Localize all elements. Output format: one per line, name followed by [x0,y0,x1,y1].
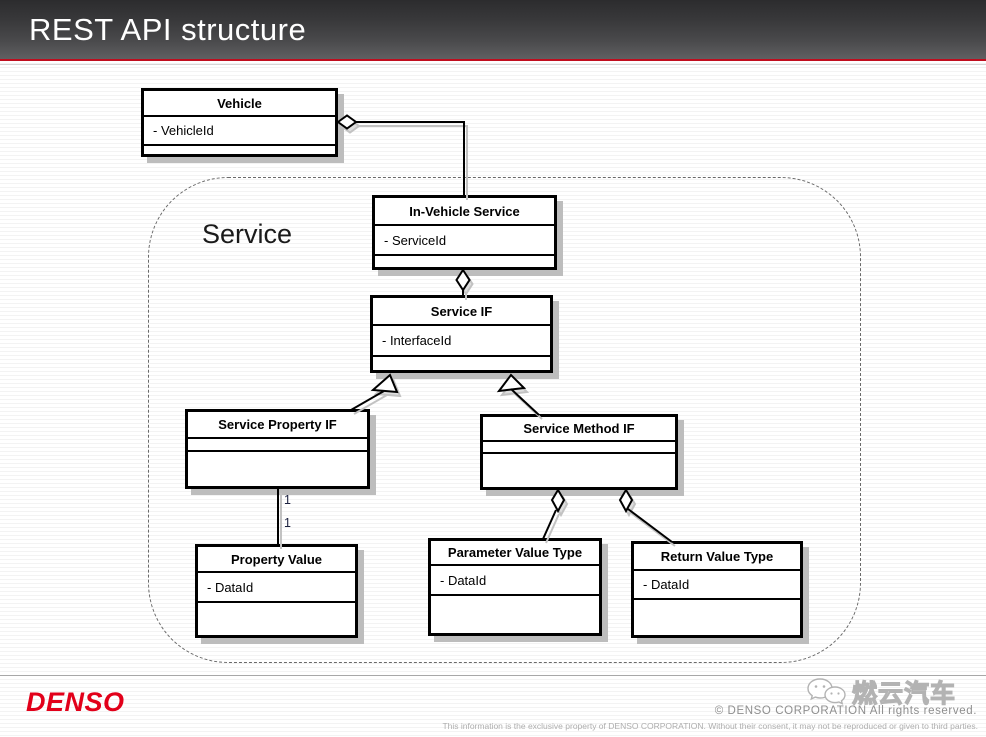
class-service-property-if: Service Property IF [185,409,370,489]
denso-logo: DENSO [26,687,125,717]
class-attribute: - InterfaceId [373,326,550,357]
class-attribute: - ServiceId [375,226,554,256]
slide-header: REST API structure [0,0,986,61]
multiplicity-label: 1 [284,516,291,530]
class-title: In-Vehicle Service [375,198,554,226]
watermark-text: 燃云汽车 [851,679,957,708]
class-attribute: - DataId [431,566,599,596]
class-vehicle: Vehicle - VehicleId [141,88,338,157]
footer-divider [0,675,986,676]
class-operations-empty [144,146,335,154]
class-in-vehicle-service: In-Vehicle Service - ServiceId [372,195,557,270]
class-attribute [188,439,367,452]
class-operations-empty [431,596,599,633]
class-operations-empty [483,454,675,487]
watermark: 燃云汽车 [806,674,956,710]
class-operations-empty [375,256,554,267]
multiplicity-label: 1 [284,493,291,507]
class-attribute [483,442,675,454]
class-title: Service Property IF [188,412,367,439]
class-property-value: Property Value - DataId [195,544,358,638]
service-group-boundary [148,177,861,663]
aggregation-diamond-vehicle [336,114,358,130]
service-group-label: Service [202,219,293,249]
class-title: Parameter Value Type [431,541,599,566]
class-attribute: - VehicleId [144,117,335,146]
class-service-method-if: Service Method IF [480,414,678,490]
chat-bubbles-icon [807,678,846,705]
class-service-if: Service IF - InterfaceId [370,295,553,373]
class-operations-empty [188,452,367,486]
class-parameter-value-type: Parameter Value Type - DataId [428,538,602,636]
class-operations-empty [634,600,800,635]
page-title: REST API structure [29,12,307,47]
class-operations-empty [373,357,550,370]
class-title: Property Value [198,547,355,573]
class-attribute: - DataId [634,571,800,600]
class-operations-empty [198,603,355,635]
class-title: Service IF [373,298,550,326]
class-attribute: - DataId [198,573,355,603]
header-divider [0,64,986,65]
class-title: Vehicle [144,91,335,117]
class-title: Service Method IF [483,417,675,442]
class-return-value-type: Return Value Type - DataId [631,541,803,638]
class-title: Return Value Type [634,544,800,571]
copyright-text: © DENSO CORPORATION All rights reserved. [714,705,977,717]
disclaimer-text: This information is the exclusive proper… [442,721,978,731]
